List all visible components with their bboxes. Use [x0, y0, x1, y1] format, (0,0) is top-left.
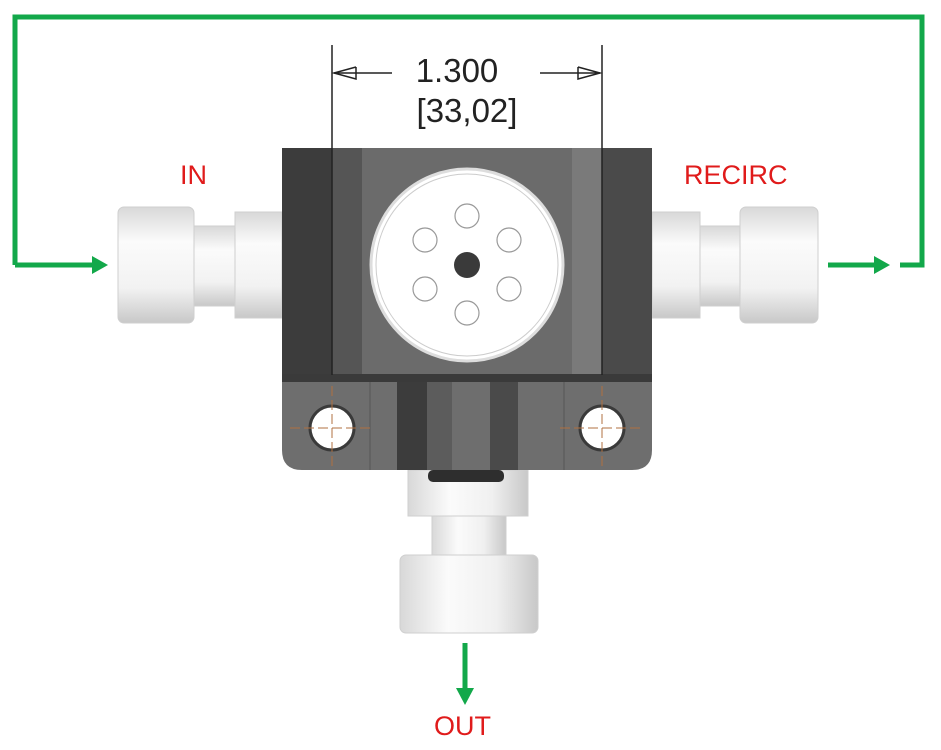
recirc-arrow-icon [874, 256, 890, 274]
outlet-label: OUT [434, 711, 491, 741]
inlet-label: IN [180, 160, 207, 190]
mounting-hole-right [560, 386, 644, 470]
inlet-fitting [117, 206, 283, 324]
inlet-arrow-icon [92, 256, 108, 274]
dimension-metric: [33,02] [416, 92, 518, 129]
outlet-fitting [399, 469, 539, 634]
outlet-arrow-icon [456, 688, 474, 705]
recirc-label: RECIRC [684, 160, 788, 190]
recirculation-flow-line [12, 14, 925, 690]
dimension-lines [331, 45, 603, 375]
mounting-hole-left [290, 386, 374, 470]
recirc-fitting [651, 206, 819, 324]
dimension-imperial: 1.300 [415, 52, 499, 89]
diaphragm-disc [369, 167, 565, 363]
